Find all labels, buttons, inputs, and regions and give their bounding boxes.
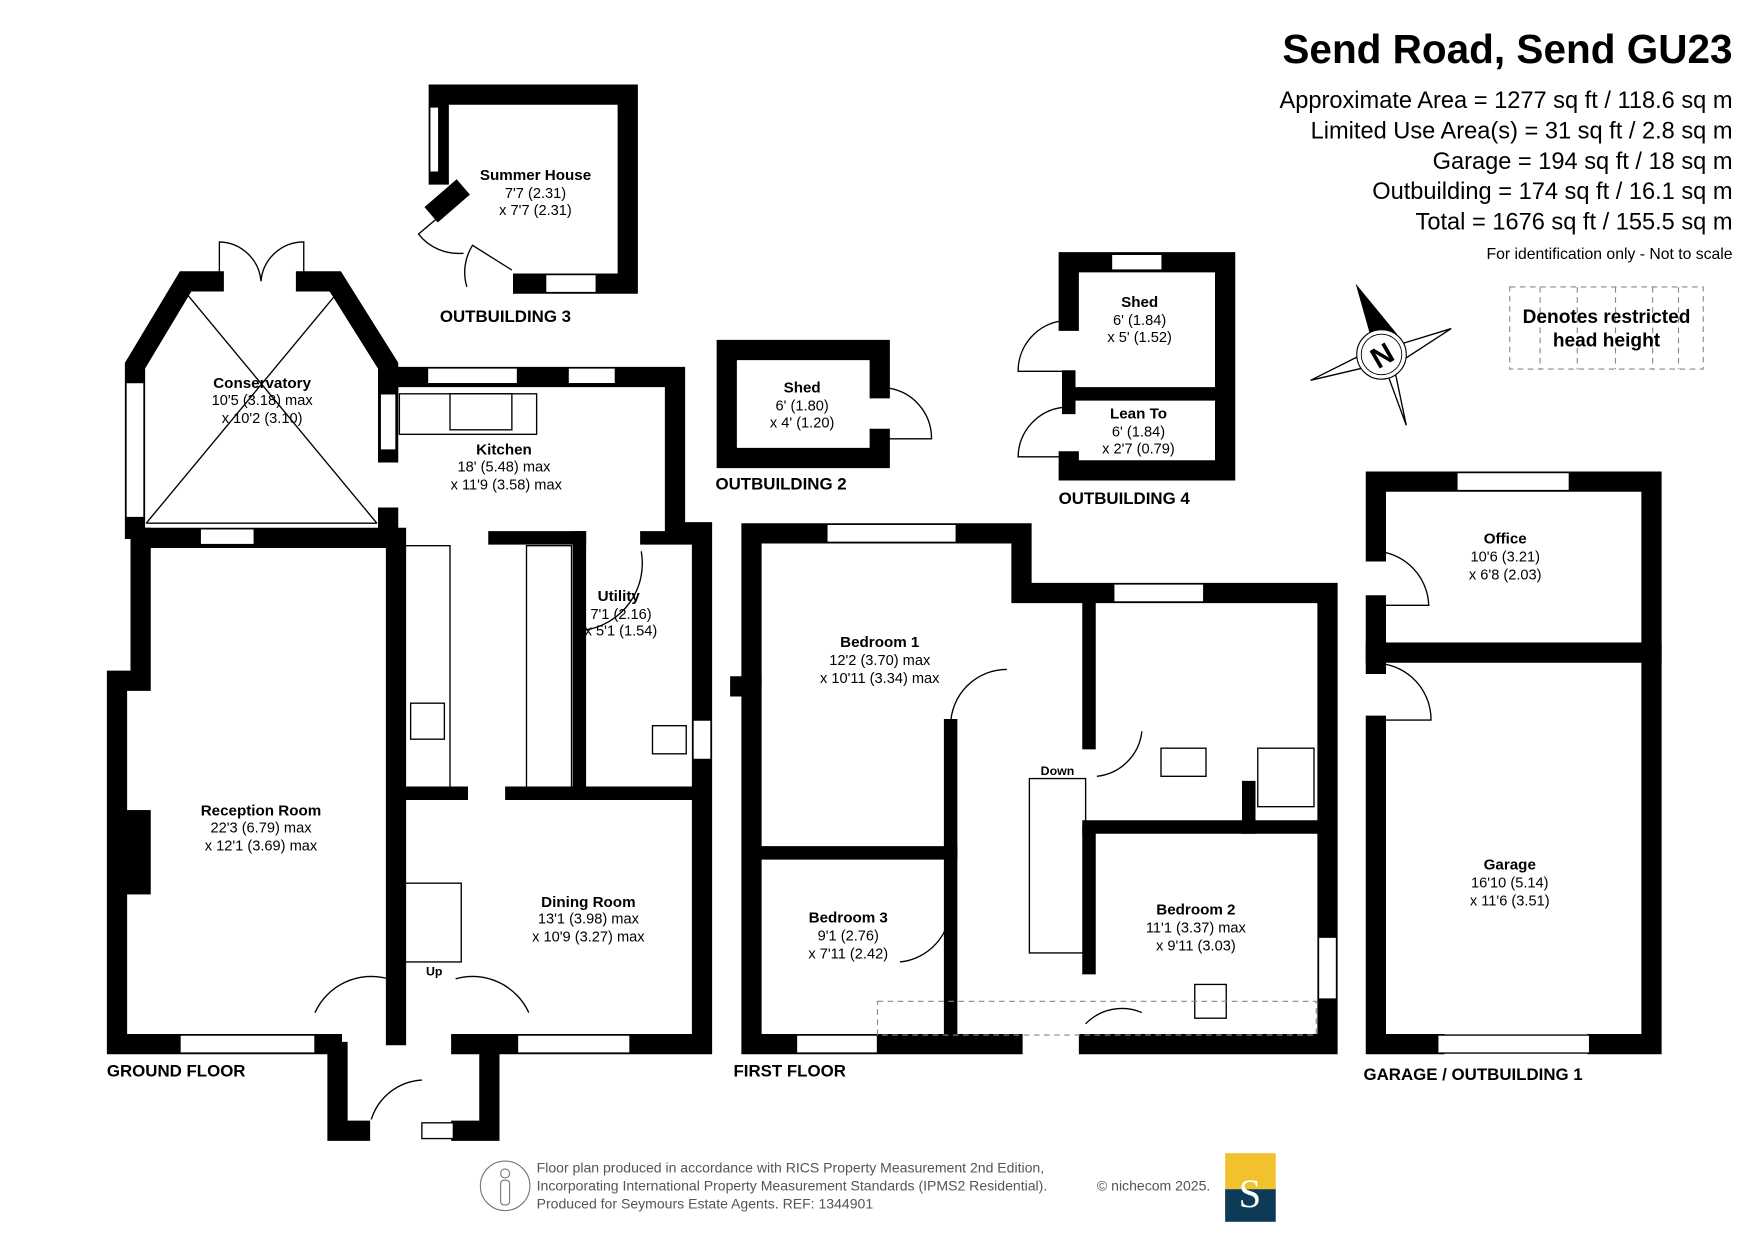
- ground-floor: Up Conservatory 10'5 (3.18) max x 10'2 (…: [106, 241, 713, 1141]
- room-dims-office-1: 10'6 (3.21): [1471, 549, 1540, 565]
- stairs-down-label: Down: [1041, 764, 1075, 778]
- room-dims-kitchen-2: x 11'9 (3.58) max: [451, 477, 563, 493]
- stairs-down: [1028, 777, 1087, 954]
- room-name-summer-house: Summer House: [480, 167, 591, 184]
- room-dims-shed-2-2: x 4' (1.20): [770, 416, 835, 432]
- room-name-kitchen: Kitchen: [476, 442, 532, 459]
- outbuilding-3: Summer House 7'7 (2.31) x 7'7 (2.31) OUT…: [417, 84, 638, 326]
- room-name-utility: Utility: [598, 588, 641, 605]
- room-name-shed-4: Shed: [1121, 294, 1158, 311]
- basin-icon: [1160, 747, 1207, 777]
- area-approx: Approximate Area = 1277 sq ft / 118.6 sq…: [1280, 88, 1733, 114]
- room-dims-summer-house-1: 7'7 (2.31): [505, 186, 566, 202]
- room-name-reception: Reception Room: [201, 803, 322, 820]
- room-dims-bedroom-3-1: 9'1 (2.76): [818, 929, 879, 945]
- room-dims-lean-to-1: 6' (1.84): [1112, 425, 1165, 441]
- property-title: Send Road, Send GU23: [1282, 26, 1732, 72]
- label-first-floor: FIRST FLOOR: [734, 1062, 846, 1081]
- room-name-shed-2: Shed: [784, 380, 821, 397]
- area-limited: Limited Use Area(s) = 31 sq ft / 2.8 sq …: [1311, 118, 1733, 144]
- footer-line-1: Floor plan produced in accordance with R…: [537, 1159, 1045, 1175]
- label-outbuilding-4: OUTBUILDING 4: [1059, 489, 1191, 508]
- room-name-office: Office: [1484, 530, 1527, 547]
- room-name-bedroom-3: Bedroom 3: [809, 910, 888, 927]
- area-outbuilding: Outbuilding = 174 sq ft / 16.1 sq m: [1372, 179, 1732, 205]
- stairs-up: [404, 882, 462, 963]
- room-dims-shed-4-2: x 5' (1.52): [1107, 330, 1172, 346]
- room-dims-bedroom-2-1: 11'1 (3.37) max: [1146, 921, 1247, 937]
- seymours-logo: S: [1225, 1153, 1276, 1222]
- legend-line2: head height: [1553, 331, 1661, 352]
- garage-outbuilding-1: Office 10'6 (3.21) x 6'8 (2.03) Garage 1…: [1364, 471, 1662, 1084]
- restricted-height-legend: Denotes restricted head height: [1509, 286, 1704, 370]
- room-dims-garage-1: 16'10 (5.14): [1471, 876, 1549, 892]
- room-name-dining: Dining Room: [541, 894, 635, 911]
- disclaimer: For identification only - Not to scale: [1487, 246, 1733, 263]
- footer-copyright: © nichecom 2025.: [1097, 1177, 1210, 1193]
- room-name-bedroom-2: Bedroom 2: [1156, 902, 1235, 919]
- room-dims-conservatory-2: x 10'2 (3.10): [222, 411, 303, 427]
- room-dims-bedroom-2-2: x 9'11 (3.03): [1156, 939, 1236, 955]
- room-dims-reception-1: 22'3 (6.79) max: [210, 821, 312, 837]
- area-total: Total = 1676 sq ft / 155.5 sq m: [1416, 210, 1733, 236]
- room-dims-shed-2-1: 6' (1.80): [776, 399, 829, 415]
- stairs-up-label: Up: [426, 964, 443, 978]
- room-dims-utility-1: 7'1 (2.16): [590, 607, 651, 623]
- compass-icon: N: [1310, 283, 1452, 426]
- room-dims-bedroom-3-2: x 7'11 (2.42): [808, 947, 888, 963]
- footer: Floor plan produced in accordance with R…: [479, 1153, 1276, 1222]
- room-dims-summer-house-2: x 7'7 (2.31): [499, 203, 572, 219]
- room-dims-reception-2: x 12'1 (3.69) max: [205, 839, 318, 855]
- room-dims-kitchen-1: 18' (5.48) max: [458, 459, 552, 475]
- shower-icon: [1257, 747, 1315, 808]
- room-name-garage: Garage: [1484, 857, 1536, 874]
- outbuilding-2: Shed 6' (1.80) x 4' (1.20) OUTBUILDING 2: [716, 339, 933, 493]
- outbuilding-4: Shed 6' (1.84) x 5' (1.52) Lean To 6' (1…: [1017, 252, 1236, 508]
- logo-letter: S: [1239, 1171, 1262, 1216]
- room-dims-dining-1: 13'1 (3.98) max: [538, 912, 640, 928]
- room-dims-utility-2: x 5'1 (1.54): [585, 624, 658, 640]
- room-dims-shed-4-1: 6' (1.84): [1113, 313, 1166, 329]
- room-dims-conservatory-1: 10'5 (3.18) max: [212, 393, 314, 409]
- toilet-icon: [651, 725, 687, 755]
- room-name-lean-to: Lean To: [1110, 406, 1167, 423]
- room-name-conservatory: Conservatory: [213, 375, 311, 392]
- label-outbuilding-2: OUTBUILDING 2: [716, 474, 847, 493]
- room-dims-lean-to-2: x 2'7 (0.79): [1102, 441, 1175, 457]
- room-dims-office-2: x 6'8 (2.03): [1469, 567, 1542, 583]
- room-name-bedroom-1: Bedroom 1: [840, 634, 920, 651]
- room-dims-garage-2: x 11'6 (3.51): [1470, 894, 1550, 910]
- person-icon: [479, 1160, 531, 1212]
- hob-icon: [409, 702, 446, 740]
- footer-line-2: Incorporating International Property Mea…: [537, 1177, 1048, 1193]
- area-summary: Approximate Area = 1277 sq ft / 118.6 sq…: [1280, 88, 1733, 236]
- first-floor: Down Bedroom 1 12'2 (3.70) max x 10'11 (…: [730, 523, 1338, 1081]
- footer-line-3: Produced for Seymours Estate Agents. REF…: [537, 1195, 874, 1211]
- room-dims-dining-2: x 10'9 (3.27) max: [532, 930, 645, 946]
- label-garage-outbuilding-1: GARAGE / OUTBUILDING 1: [1364, 1065, 1583, 1084]
- room-dims-bedroom-1-2: x 10'11 (3.34) max: [820, 671, 940, 687]
- label-ground-floor: GROUND FLOOR: [107, 1062, 246, 1081]
- room-dims-bedroom-1-1: 12'2 (3.70) max: [829, 653, 931, 669]
- label-outbuilding-3: OUTBUILDING 3: [440, 307, 571, 326]
- loft-hatch-icon: [1194, 983, 1227, 1019]
- legend-line1: Denotes restricted: [1523, 307, 1691, 328]
- area-garage: Garage = 194 sq ft / 18 sq m: [1433, 149, 1733, 175]
